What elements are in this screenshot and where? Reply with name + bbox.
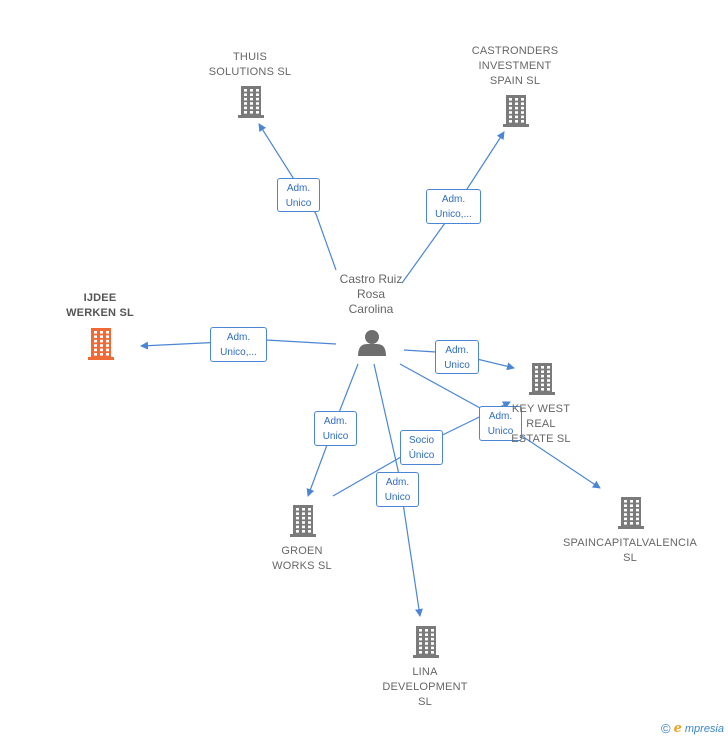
building-icon-groen[interactable] <box>290 505 316 537</box>
company-name-thuis[interactable]: THUIS SOLUTIONS SL <box>208 51 292 78</box>
building-icon-lina[interactable] <box>413 626 439 658</box>
edge-groen <box>306 363 359 497</box>
person-name[interactable]: Castro Ruiz Rosa Carolina <box>339 272 403 316</box>
building-icon-spaincapital[interactable] <box>618 497 644 529</box>
person-icon[interactable] <box>358 330 386 356</box>
edge-label-lina[interactable]: Adm. Unico <box>376 472 419 507</box>
building-icon-thuis[interactable] <box>238 86 264 118</box>
edge-label-groen_keywest[interactable]: Socio Único <box>400 430 443 465</box>
edge-label-thuis[interactable]: Adm. Unico <box>277 178 320 212</box>
edge-label-ijdee[interactable]: Adm. Unico,... <box>210 327 267 362</box>
building-icon-ijdee[interactable] <box>88 328 114 360</box>
edge-label-groen[interactable]: Adm. Unico <box>314 411 357 446</box>
company-name-ijdee[interactable]: IJDEE WERKEN SL <box>66 292 134 319</box>
copyright-symbol: © <box>661 721 671 736</box>
company-name-lina[interactable]: LINA DEVELOPMENT SL <box>382 666 468 708</box>
company-name-groen[interactable]: GROEN WORKS SL <box>272 545 332 572</box>
edge-label-spaincapital[interactable]: Adm. Unico <box>479 406 522 441</box>
brand-name: mpresia <box>684 722 724 735</box>
edge-lina <box>373 363 423 617</box>
edge-label-castronders[interactable]: Adm. Unico,... <box>426 189 481 224</box>
building-icon-castronders[interactable] <box>503 95 529 127</box>
company-name-castronders[interactable]: CASTRONDERS INVESTMENT SPAIN SL <box>471 45 559 87</box>
company-name-spaincapital[interactable]: SPAINCAPITALVALENCIA SL <box>562 537 697 564</box>
brand-logo-e: e <box>673 721 682 736</box>
edge-label-keywest[interactable]: Adm. Unico <box>435 340 479 374</box>
building-icon-keywest[interactable] <box>529 363 555 395</box>
company-name-keywest[interactable]: KEY WEST REAL ESTATE SL <box>511 403 571 445</box>
edge-thuis <box>258 123 337 271</box>
